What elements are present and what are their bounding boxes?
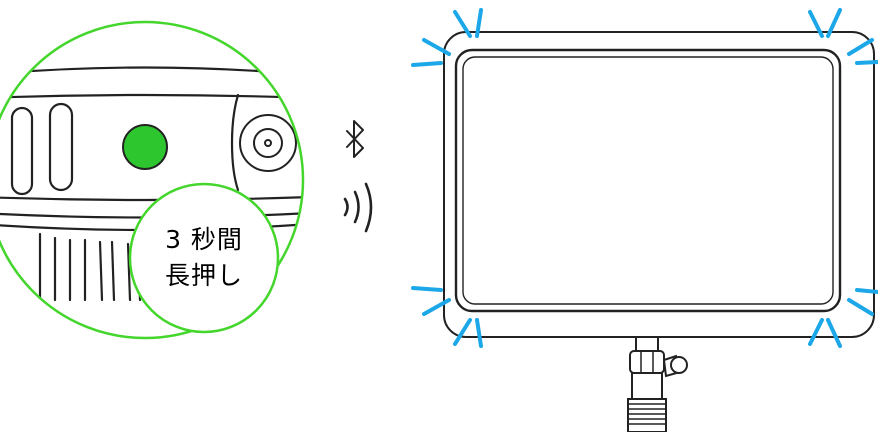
lens-icon [239, 114, 297, 172]
glow-rays [411, 8, 878, 348]
light-panel [443, 31, 875, 338]
press-callout [128, 182, 280, 334]
press-instruction: 3 秒間 長押し [139, 222, 269, 294]
bluetooth-icon [346, 120, 364, 158]
press-duration: 3 秒間 [165, 225, 243, 254]
wireless-signal-icon [343, 182, 373, 233]
power-button[interactable] [122, 124, 168, 170]
press-action: 長押し [164, 261, 243, 290]
magnifier-outline [0, 20, 305, 340]
stand-mount [627, 336, 688, 432]
